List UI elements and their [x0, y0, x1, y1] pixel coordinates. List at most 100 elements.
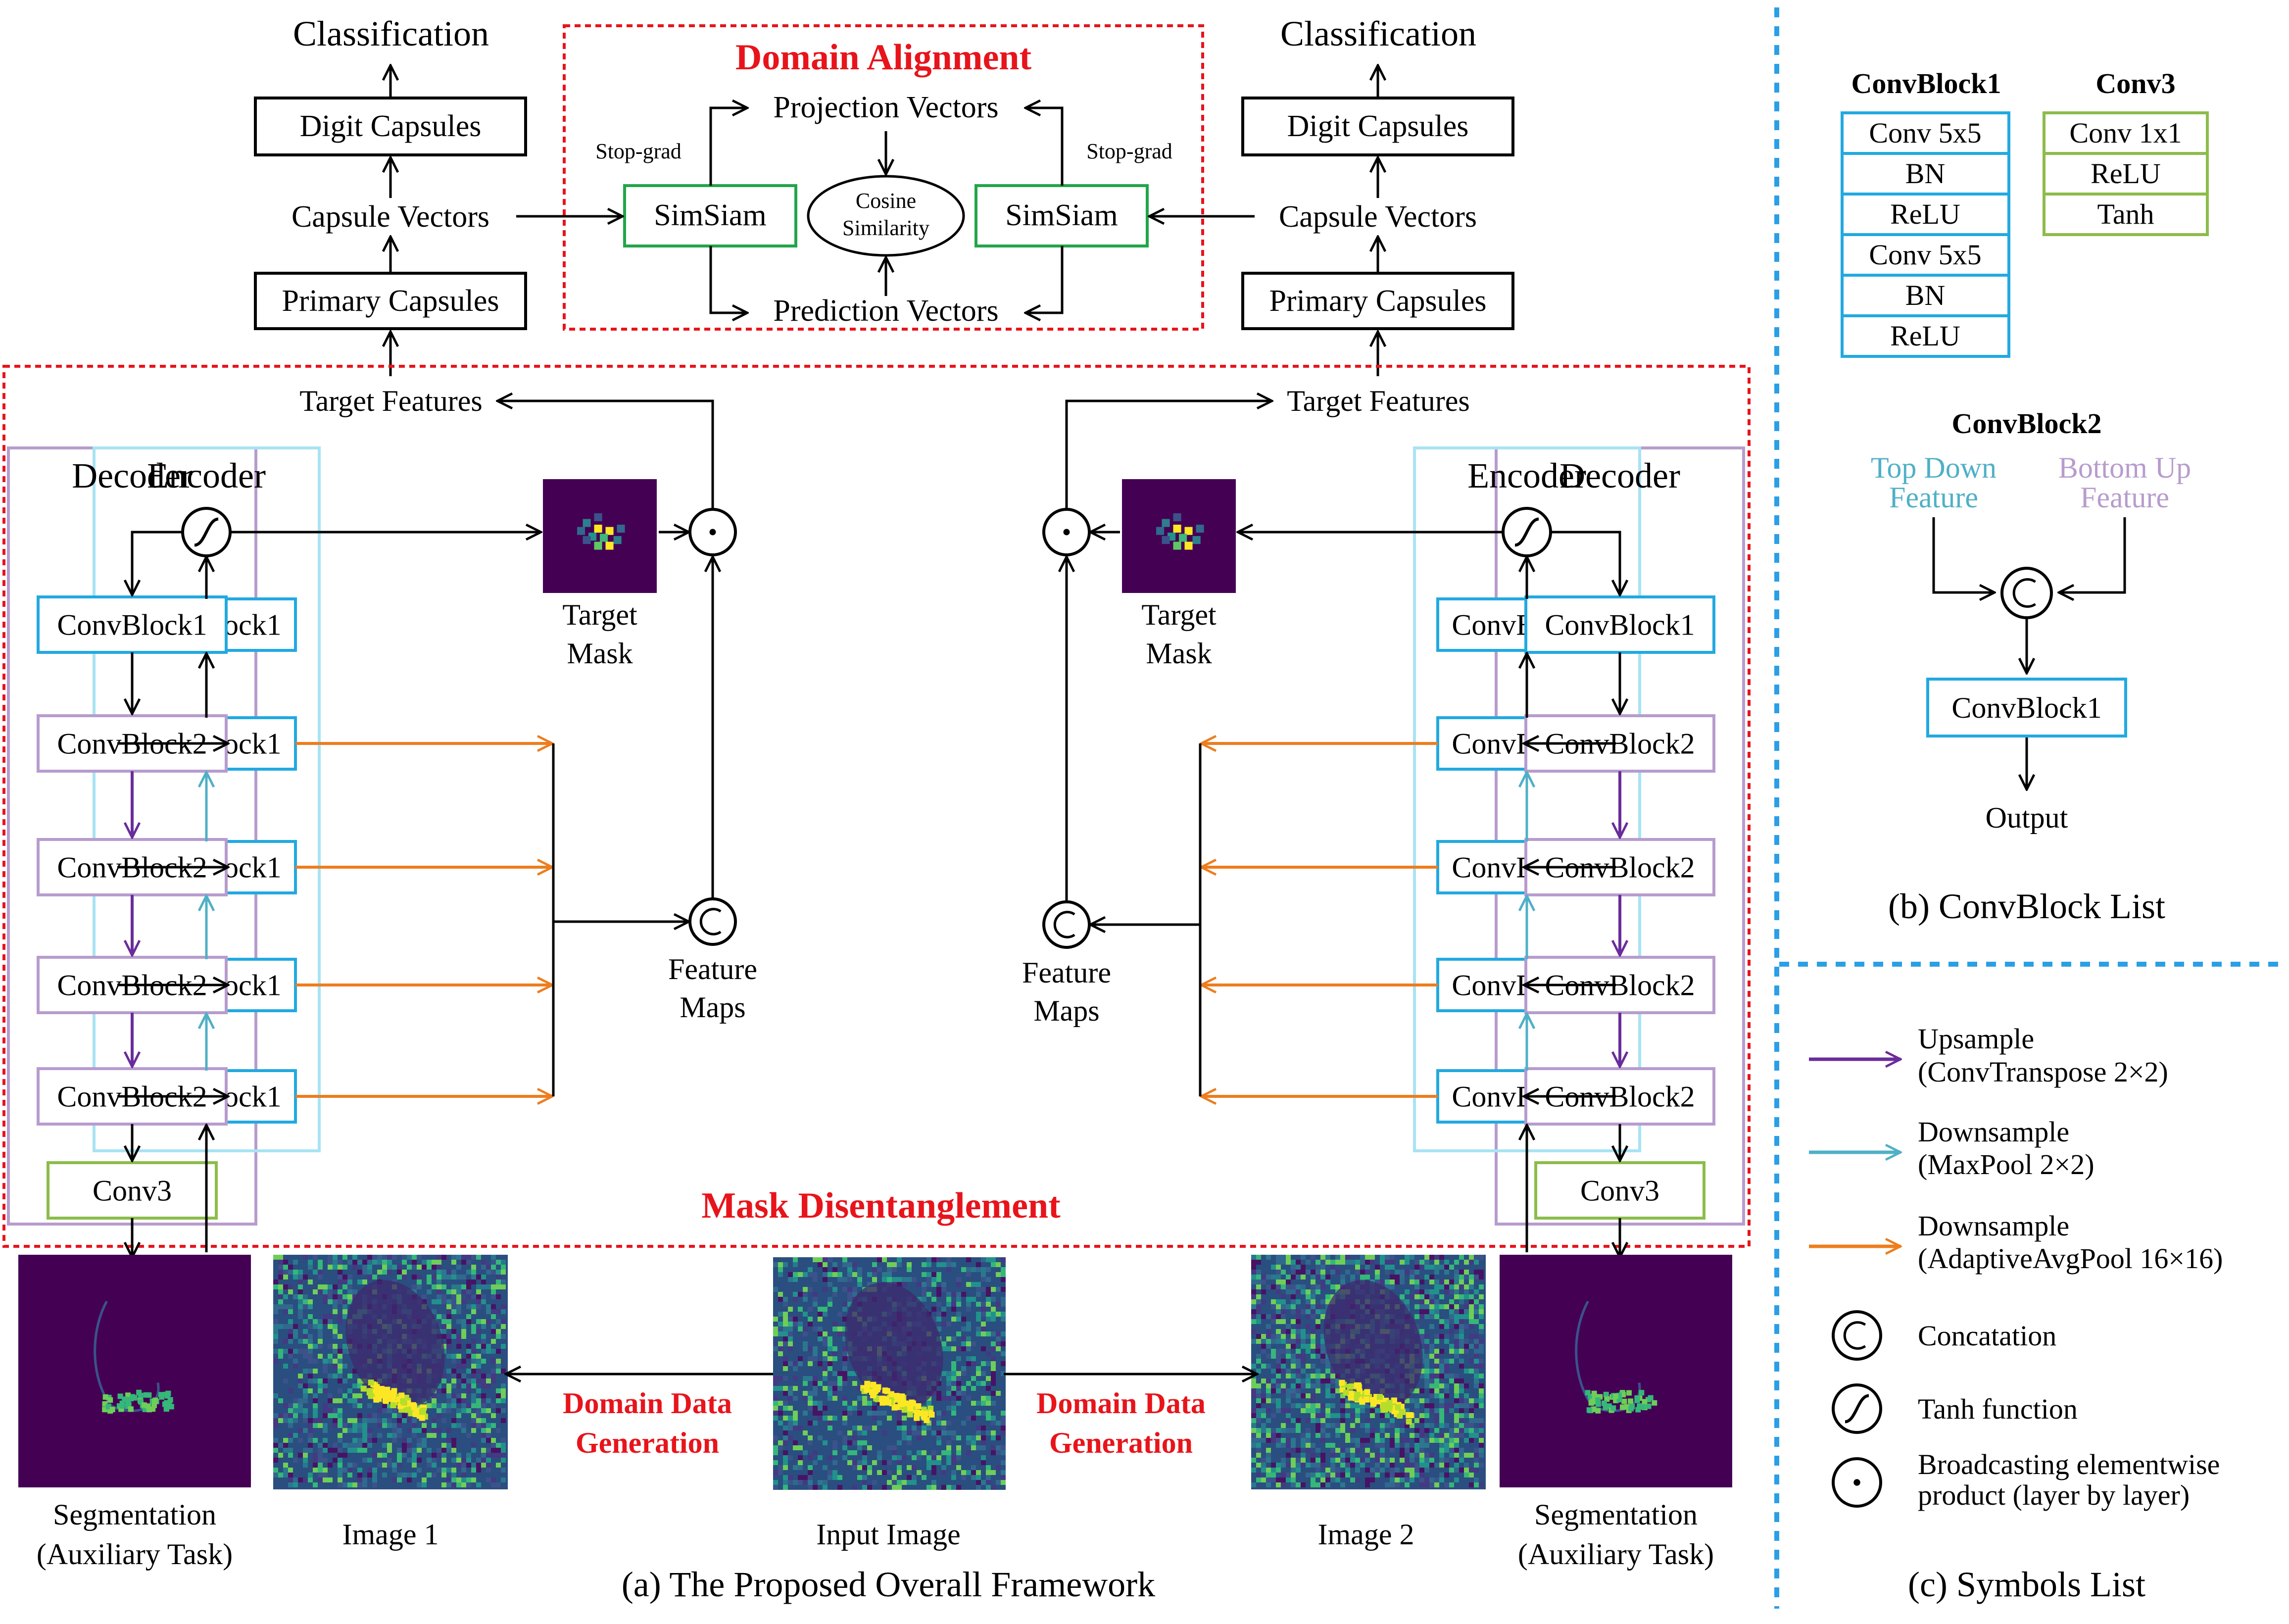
stop-grad-right-label: Stop-grad	[1086, 139, 1172, 163]
stop-grad-left-label: Stop-grad	[595, 139, 682, 163]
left-target-mask-label-1: Target	[562, 598, 637, 631]
left-decoder-block-6-label: Conv3	[93, 1174, 172, 1207]
right-product-to-targetfeatures-arrow	[1065, 401, 1272, 509]
left-product-to-targetfeatures-arrow	[497, 401, 714, 509]
digit-capsules-right-label: Digit Capsules	[1287, 109, 1469, 143]
left-feature-maps-concat-icon	[688, 897, 737, 946]
capsule-vectors-left-label: Capsule Vectors	[292, 200, 489, 234]
projection-vectors-label: Projection Vectors	[773, 91, 998, 124]
left-decoder-block-6-box	[47, 1161, 218, 1220]
bottom-up-label-2: Feature	[2080, 481, 2169, 514]
image2-label: Image 2	[1318, 1518, 1414, 1551]
seg-right-line2: (Auxiliary Task)	[1518, 1538, 1714, 1571]
left-feature-maps-label-2: Maps	[680, 991, 745, 1024]
left-decoder-block-1-box	[37, 595, 228, 654]
seg-right-image	[1500, 1255, 1732, 1487]
primary-capsules-left-label: Primary Capsules	[282, 284, 499, 318]
right-feature-maps-label-1: Feature	[1022, 956, 1111, 989]
ddg-left-line2: Generation	[576, 1427, 719, 1459]
left-feature-maps-label-1: Feature	[668, 953, 757, 985]
convblock1-layer-box-2	[1841, 152, 2010, 196]
cosine-label: Cosine	[856, 189, 916, 213]
simsiam-right-box	[974, 184, 1149, 247]
legend-upsample: Upsample (ConvTranspose 2×2)	[1809, 1023, 2168, 1088]
caption-a: (a) The Proposed Overall Framework	[622, 1565, 1155, 1604]
convblock1-layer-label-5: BN	[1905, 279, 1946, 311]
mask-disentanglement-title: Mask Disentanglement	[701, 1185, 1061, 1226]
legend-bcast-label-1: Broadcasting elementwise	[1918, 1448, 2220, 1480]
image-row	[18, 1255, 1732, 1490]
simsiam-left-to-prediction-arrow	[709, 246, 747, 313]
right-decoder-block-6-label: Conv3	[1580, 1174, 1659, 1207]
simsiam-right-to-prediction-arrow	[1025, 246, 1064, 313]
digit-capsules-left-label: Digit Capsules	[300, 109, 482, 143]
similarity-label: Similarity	[842, 216, 929, 240]
conv3-list-title: Conv3	[2095, 67, 2175, 99]
classification-left-label: Classification	[293, 14, 489, 53]
ddg-right-line1: Domain Data	[1036, 1387, 1206, 1420]
simsiam-right-label: SimSiam	[1005, 198, 1118, 232]
right-decoder-block-6-box	[1534, 1161, 1705, 1220]
convblock1-layer-label-4: Conv 5x5	[1869, 239, 1981, 271]
left-branch: DecoderEncoderConvBlock1ConvBlock1ConvBl…	[7, 385, 757, 1257]
convblock2-arrows	[1932, 517, 2126, 789]
conv3-layer-label-1: Conv 1x1	[2069, 117, 2182, 149]
image2-picture	[1251, 1255, 1486, 1489]
seg-left-image	[18, 1255, 251, 1487]
capsule-vectors-right-label: Capsule Vectors	[1279, 200, 1477, 234]
caption-b: (b) ConvBlock List	[1888, 886, 2165, 926]
left-elementwise-product-icon	[688, 508, 737, 556]
convblock1-layer-box-3	[1841, 193, 2010, 236]
classification-right-label: Classification	[1280, 14, 1476, 53]
ddg-right-line2: Generation	[1049, 1427, 1193, 1459]
conv3-layer-label-2: ReLU	[2091, 157, 2161, 190]
legend-concat-label: Concatation	[1918, 1320, 2056, 1352]
caption-c: (c) Symbols List	[1908, 1565, 2145, 1604]
top-down-label-1: Top Down	[1871, 451, 1997, 484]
convblock1-layer-label-2: BN	[1905, 157, 1946, 190]
legend-symbols	[1832, 1310, 1882, 1508]
digit-capsules-right-box	[1241, 97, 1514, 156]
left-target-mask-thumbnail	[543, 479, 657, 593]
right-branch: DecoderEncoderConvBlock1ConvBlock1ConvBl…	[1022, 385, 1745, 1257]
simsiam-right-to-projection-arrow	[1025, 108, 1064, 186]
seg-left-line1: Segmentation	[53, 1498, 216, 1531]
right-target-mask-thumbnail	[1122, 479, 1236, 593]
convblock1-layer-box-1	[1841, 111, 2010, 155]
right-tanh-icon	[1502, 507, 1552, 557]
convblock2-list-title: ConvBlock2	[1952, 407, 2102, 440]
primary-capsules-right-label: Primary Capsules	[1269, 284, 1486, 318]
convblock2-inner-box	[1926, 678, 2127, 738]
left-target-mask-label-2: Mask	[567, 637, 633, 670]
right-decoder-block-1-label: ConvBlock1	[1545, 608, 1695, 641]
legend-downmax-1: Downsample	[1918, 1116, 2069, 1148]
convblock1-layer-label-3: ReLU	[1890, 198, 1960, 230]
legend-tanh-icon	[1832, 1383, 1882, 1434]
primary-capsules-left-box	[254, 272, 527, 330]
conv3-layer-box-3	[2043, 193, 2209, 236]
conv3-layer-label-3: Tanh	[2097, 198, 2154, 230]
input-image-picture	[773, 1257, 1006, 1490]
convblock1-list-title: ConvBlock1	[1851, 67, 2001, 99]
legend-downavg-1: Downsample	[1918, 1210, 2069, 1242]
right-feature-maps-label-2: Maps	[1033, 994, 1099, 1027]
cosine-similarity-ellipse	[807, 175, 965, 257]
seg-left-line2: (Auxiliary Task)	[37, 1538, 233, 1571]
legend-downsample-avgpool: Downsample (AdaptiveAvgPool 16×16)	[1809, 1210, 2223, 1275]
legend-downmax-2: (MaxPool 2×2)	[1918, 1148, 2094, 1181]
right-encoder-title: Encoder	[1467, 456, 1586, 495]
left-decoder-title: Decoder	[72, 456, 193, 495]
simsiam-left-to-projection-arrow	[709, 108, 747, 186]
conv3-layer-box-1	[2043, 111, 2209, 155]
right-elementwise-product-icon	[1042, 508, 1091, 556]
domain-alignment-frame	[563, 24, 1204, 331]
image1-picture	[273, 1255, 508, 1489]
input-image-label: Input Image	[816, 1518, 961, 1551]
convblock2-inner-label: ConvBlock1	[1951, 691, 2101, 724]
legend-product-icon	[1832, 1457, 1882, 1508]
alignment-arrows	[516, 108, 1255, 313]
legend-downavg-2: (AdaptiveAvgPool 16×16)	[1918, 1242, 2223, 1275]
right-target-features-label: Target Features	[1287, 385, 1470, 417]
right-target-mask-label-2: Mask	[1146, 637, 1212, 670]
